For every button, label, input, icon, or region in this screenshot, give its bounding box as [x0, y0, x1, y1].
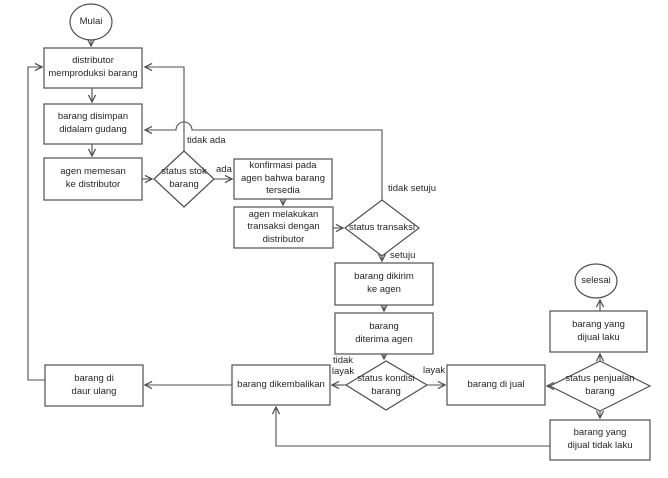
terminator-mulai: [69, 3, 113, 41]
edge-label-tidak-ada: tidak ada: [187, 135, 226, 146]
edge-label-setuju: setuju: [390, 250, 416, 261]
process-produksi: [43, 47, 143, 89]
label-kirim: barang dikirim ke agen: [354, 271, 414, 295]
process-tidak-laku: [549, 419, 651, 461]
decision-status-penjualan: [548, 360, 652, 412]
label-pesan: agen memesan ke distributor: [60, 166, 126, 190]
edge-status-stok-tidak-ada-to-produksi: [145, 67, 185, 151]
label-gudang: barang disimpan didalam gudang: [57, 111, 129, 135]
label-kembali: barang dikembalikan: [237, 378, 325, 390]
label-selesai: selesai: [581, 274, 611, 286]
label-konfirmasi: konfirmasi pada agen bahwa barang tersed…: [241, 160, 325, 197]
decision-status-transaksi: [344, 199, 420, 257]
process-laku: [549, 310, 648, 353]
label-laku: barang yang dijual laku: [572, 318, 625, 343]
process-konfirmasi: [233, 158, 333, 200]
process-kembali: [231, 364, 331, 406]
edge-label-layak: layak: [423, 365, 446, 376]
label-terima: barang diterima agen: [355, 320, 413, 345]
process-gudang: [43, 103, 143, 145]
label-jual: barang di jual: [467, 378, 525, 390]
edge-daur-ulang-to-produksi: [27, 67, 45, 381]
label-mulai: Mulai: [79, 15, 103, 27]
process-kirim: [334, 262, 434, 306]
edge-label-tidak-setuju: tidak setuju: [388, 183, 437, 194]
edge-label-ada: ada: [216, 164, 232, 175]
terminator-selesai: [574, 263, 618, 299]
edge-tidak-laku-to-kembali: [276, 407, 550, 447]
label-tidak-laku: barang yang dijual tidak laku: [567, 427, 633, 451]
process-daur-ulang: [44, 364, 144, 407]
process-jual: [446, 364, 546, 406]
label-status-penjualan: status penjualan barang: [565, 373, 635, 397]
process-pesan: [43, 157, 143, 201]
label-status-stok: status stok barang: [161, 166, 207, 190]
label-produksi: distributor memproduksi barang: [48, 55, 138, 79]
label-daur-ulang: barang di daur ulang: [71, 372, 117, 397]
label-transaksi-proses: agen melakukan transaksi dengan distribu…: [247, 208, 320, 245]
label-status-transaksi: status transaksi: [349, 221, 415, 233]
process-transaksi-proses: [233, 206, 334, 249]
edge-label-tidak-layak: tidak layak: [331, 355, 355, 377]
decision-status-stok: [153, 150, 215, 208]
decision-status-kondisi: [344, 360, 429, 411]
label-status-kondisi: status kondisi barang: [357, 372, 415, 397]
process-terima: [334, 312, 434, 355]
edge-status-transaksi-tidak-setuju-to-gudang: [145, 121, 383, 200]
